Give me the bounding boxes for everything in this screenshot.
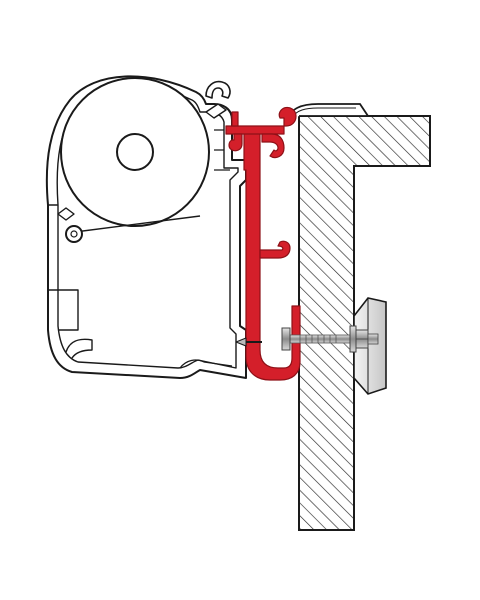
- cassette-rib-left: [48, 204, 79, 331]
- wall-section: [298, 115, 431, 531]
- bracket-top-arm: [225, 106, 297, 135]
- cassette-clip: [57, 207, 75, 221]
- bracket-middle-hook: [259, 240, 291, 259]
- roller-tube: [116, 133, 154, 171]
- bolt-tip: [367, 333, 379, 345]
- bracket-screw: [235, 337, 247, 347]
- bracket-curl-right: [261, 133, 285, 159]
- bracket-curl-left: [228, 133, 243, 152]
- cassette-bottom-lip: [179, 359, 233, 369]
- bracket-body: [243, 127, 301, 381]
- cassette-top-hook: [205, 80, 231, 99]
- cassette-latch: [205, 103, 227, 119]
- cassette-right-ribs: [214, 129, 230, 171]
- bracket-top-hook-left: [231, 111, 239, 127]
- bolt-head: [281, 327, 291, 351]
- cassette-lower-channel: [65, 338, 93, 359]
- adapter-bracket: [225, 106, 301, 381]
- vehicle-wall: [285, 103, 431, 531]
- awning-cassette: [45, 75, 247, 379]
- bolt-washer: [349, 325, 357, 353]
- fabric-line: [74, 215, 201, 233]
- fabric-roller: [60, 77, 210, 243]
- mounting-bolt: [281, 325, 379, 353]
